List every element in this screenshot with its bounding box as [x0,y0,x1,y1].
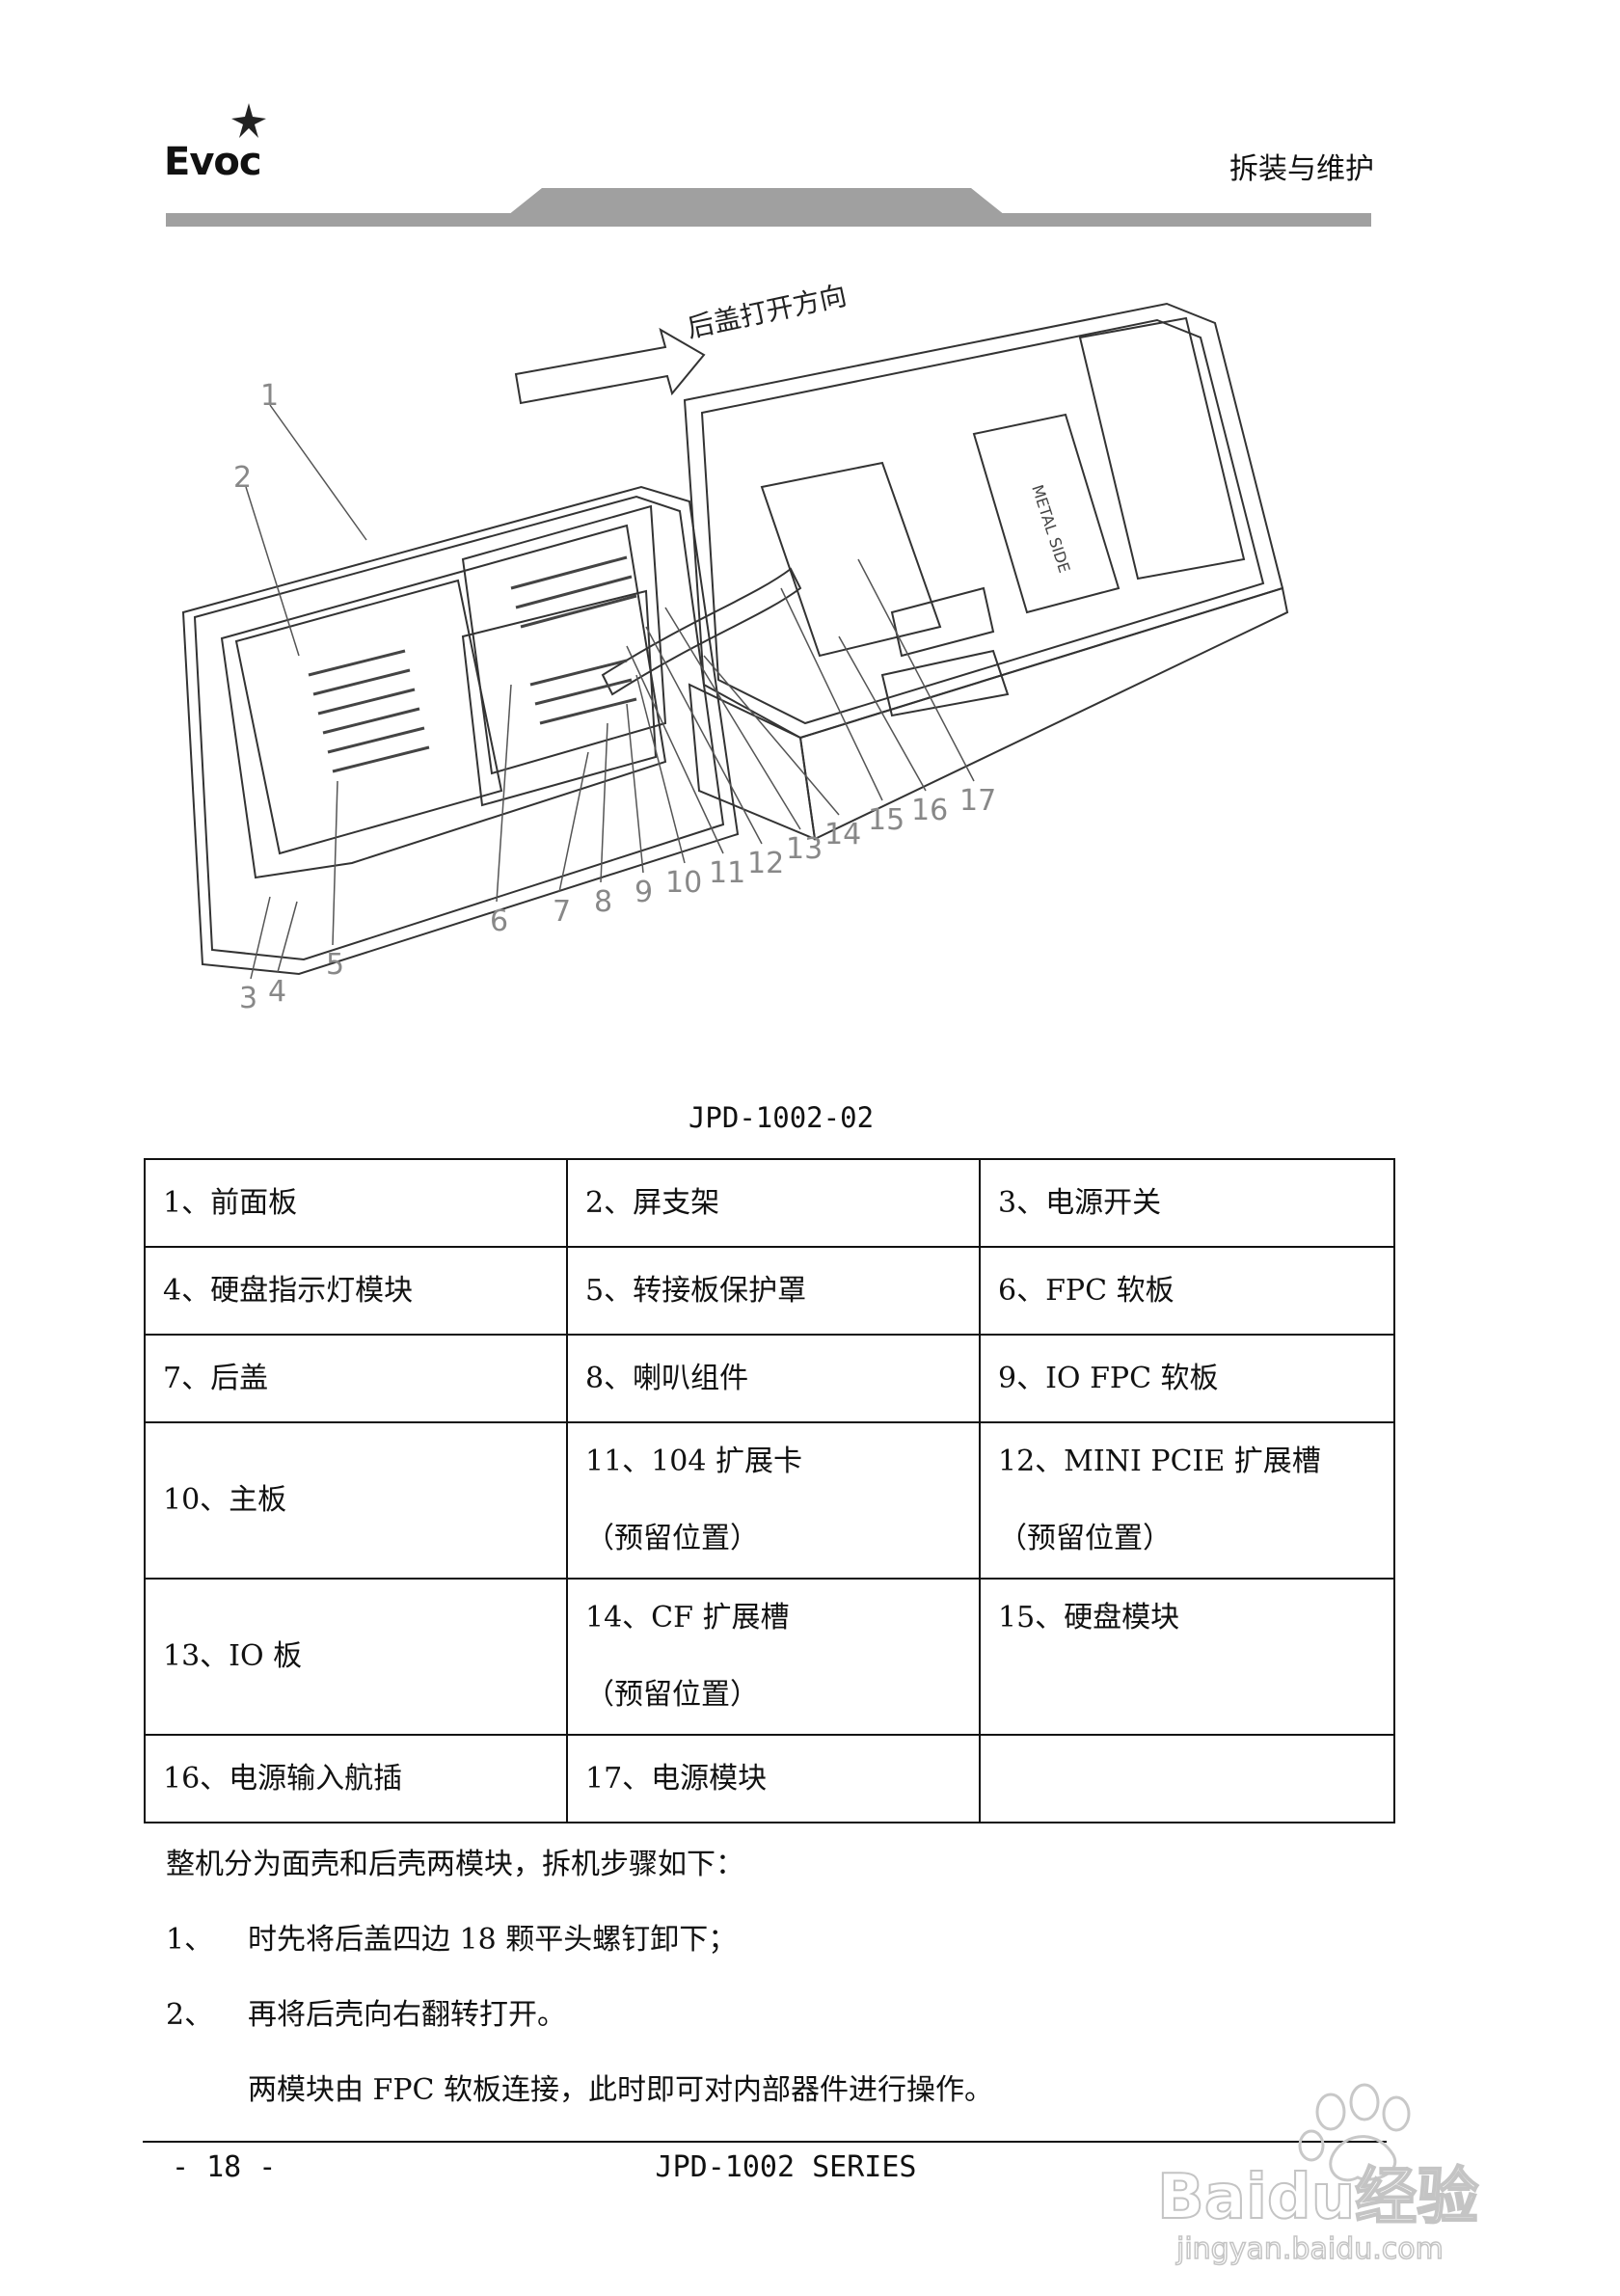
table-row: 1、前面板 2、屏支架 3、电源开关 [144,1158,1395,1248]
table-cell: 15、硬盘模块 [979,1578,1395,1736]
callout-6: 6 [490,905,508,938]
footer-divider [143,2141,1387,2143]
instruction-step: 2、再将后壳向右翻转打开。 [166,1990,566,2033]
logo-text: Evoc [164,140,262,184]
step-text: 再将后壳向右翻转打开。 [248,1998,566,2032]
assembly-diagram: 后盖打开方向 METAL SIDE 1 2 3 4 5 6 7 8 9 10 1… [181,280,1289,1015]
table-cell: 13、IO 板 [144,1578,568,1736]
table-row: 13、IO 板 14、CF 扩展槽 （预留位置） 15、硬盘模块 [144,1578,1395,1736]
table-cell: 4、硬盘指示灯模块 [144,1246,568,1336]
callout-12: 12 [747,847,784,880]
instructions-intro: 整机分为面壳和后壳两模块，拆机步骤如下： [166,1848,744,1881]
table-cell: 17、电源模块 [566,1734,981,1823]
callout-14: 14 [824,818,861,851]
cell-label: 14、CF 扩展槽 [585,1601,790,1634]
hdd-module [972,413,1120,614]
table-row: 10、主板 11、104 扩展卡 （预留位置） 12、MINI PCIE 扩展槽… [144,1421,1395,1580]
callout-11: 11 [709,856,745,890]
table-row: 7、后盖 8、喇叭组件 9、IO FPC 软板 [144,1334,1395,1423]
module-label: METAL SIDE [1028,482,1073,575]
callout-4: 4 [268,975,286,1009]
rear-cover-edge [688,683,817,841]
power-module [1078,316,1246,581]
table-row: 4、硬盘指示灯模块 5、转接板保护罩 6、FPC 软板 [144,1246,1395,1336]
reserved-note: （预留位置） [998,1522,1172,1555]
baidu-watermark: Baidu经验 jingyan.baidu.com [1156,2083,1479,2266]
table-cell: 7、后盖 [144,1334,568,1423]
header-divider [166,188,1371,227]
cell-label: 11、104 扩展卡 [585,1445,802,1478]
table-cell: 6、FPC 软板 [979,1246,1395,1336]
watermark-url: jingyan.baidu.com [1175,2232,1444,2266]
speaker [880,649,1010,717]
callout-16: 16 [911,794,948,827]
arrow-label: 后盖打开方向 [685,280,850,344]
callout-10: 10 [665,866,702,900]
page-number: - 18 - [172,2150,277,2184]
figure-caption: JPD-1002-02 [688,1101,875,1134]
reserved-note: （预留位置） [585,1522,759,1555]
callout-5: 5 [326,948,344,982]
instructions-note: 两模块由 FPC 软板连接，此时即可对内部器件进行操作。 [248,2073,994,2107]
step-number: 1、 [166,1923,214,1957]
paw-icon [1298,2083,1411,2182]
instruction-step: 1、时先将后盖四边 18 颗平头螺钉卸下； [166,1915,737,1958]
callout-17: 17 [959,784,996,818]
callout-8: 8 [594,885,612,919]
table-cell: 1、前面板 [144,1158,568,1248]
step-number: 2、 [166,1998,214,2032]
table-cell: 8、喇叭组件 [566,1334,981,1423]
table-cell: 16、电源输入航插 [144,1734,568,1823]
series-name: JPD-1002 SERIES [655,2150,917,2184]
open-direction-arrow [514,327,706,405]
table-cell: 11、104 扩展卡 （预留位置） [566,1421,981,1580]
step-text: 时先将后盖四边 18 颗平头螺钉卸下； [248,1923,738,1957]
adapter-cover [461,589,658,807]
table-cell: 14、CF 扩展槽 （预留位置） [566,1578,981,1736]
callout-7: 7 [553,895,571,929]
cell-label: 12、MINI PCIE 扩展槽 [998,1445,1321,1478]
logo-star-icon [231,103,266,138]
table-cell: 12、MINI PCIE 扩展槽 （预留位置） [979,1421,1395,1580]
callout-3: 3 [239,982,257,1015]
table-row: 16、电源输入航插 17、电源模块 [144,1734,1395,1823]
table-cell: 3、电源开关 [979,1158,1395,1248]
screen-bracket [234,579,503,855]
watermark-brand: Baidu经验 [1157,2162,1478,2233]
mainboard [760,461,942,658]
table-cell [979,1734,1395,1823]
callout-1: 1 [260,379,279,413]
front-panel-outline [181,485,740,976]
parts-table: 1、前面板 2、屏支架 3、电源开关 4、硬盘指示灯模块 5、转接板保护罩 6、… [144,1158,1395,1823]
vent-slots [308,555,637,773]
callout-15: 15 [868,803,904,837]
section-title: 拆装与维护 [1229,152,1374,186]
callout-9: 9 [634,876,653,909]
evoc-logo: Evoc [164,101,289,188]
callout-2: 2 [233,461,252,495]
table-cell: 9、IO FPC 软板 [979,1334,1395,1423]
reserved-note: （预留位置） [585,1678,759,1712]
table-cell: 10、主板 [144,1421,568,1580]
table-cell: 2、屏支架 [566,1158,981,1248]
callout-13: 13 [786,832,823,866]
table-cell: 5、转接板保护罩 [566,1246,981,1336]
